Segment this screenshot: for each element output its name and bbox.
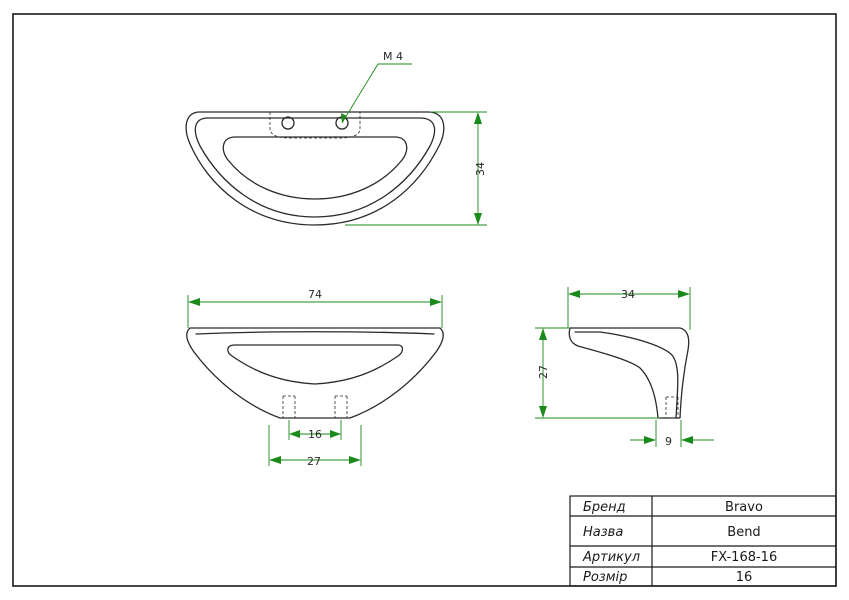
thread-label: M 4 [383,50,403,63]
height-top-label: 34 [474,162,487,176]
article-value: FX-168-16 [711,550,777,565]
spacing-arrow-left [289,430,300,438]
thread-leader-arrow [341,113,347,123]
depth-arrow-right [678,290,690,298]
leg-arrow-right [681,436,693,444]
leg-arrow-left [644,436,656,444]
front-view-top-edge [195,331,435,335]
name-label: Назва [583,525,623,540]
name-value: Bend [727,525,760,540]
width-label: 74 [308,288,322,301]
top-view-inner-rim [194,117,436,218]
side-view-outline [568,327,690,419]
front-view-recess [227,344,404,385]
top-view-finger-recess [222,136,408,200]
spacing-arrow-right [330,430,341,438]
side-height-arrow-bottom [539,406,547,418]
drawing-frame [12,13,837,587]
brand-value: Bravo [725,500,763,515]
outer-arrow-right [349,456,361,464]
side-view: 34 27 9 [535,287,714,448]
top-view: M 4 34 [185,50,487,226]
height-arrow-bottom [474,213,482,225]
side-view-inner-edge [574,331,679,419]
top-view-screw-hole-left [281,116,295,130]
front-view: 74 16 27 [186,288,444,468]
title-block: Бренд Bravo Назва Bend Артикул FX-168-16… [569,495,837,587]
leg-width-label: 9 [665,435,672,448]
top-view-outer-outline [185,111,445,226]
front-view-hidden-post-left [282,395,296,418]
front-view-outline [186,327,444,419]
side-height-label: 27 [537,365,550,379]
title-block-border [569,495,837,587]
depth-label: 34 [621,288,635,301]
hole-spacing-label: 16 [308,428,322,441]
thread-leader-line [341,63,379,124]
height-arrow-top [474,112,482,124]
brand-label: Бренд [583,500,626,515]
depth-arrow-left [568,290,580,298]
width-arrow-left [188,298,200,306]
outer-arrow-left [269,456,281,464]
side-height-arrow-top [539,328,547,340]
size-value: 16 [736,570,753,585]
side-view-hidden-post [665,396,679,418]
size-label: Розмір [583,570,627,585]
front-view-hidden-post-right [334,395,348,418]
article-label: Артикул [582,550,640,565]
top-view-hidden-boss [269,112,361,139]
outer-spacing-label: 27 [307,455,321,468]
width-arrow-right [430,298,442,306]
